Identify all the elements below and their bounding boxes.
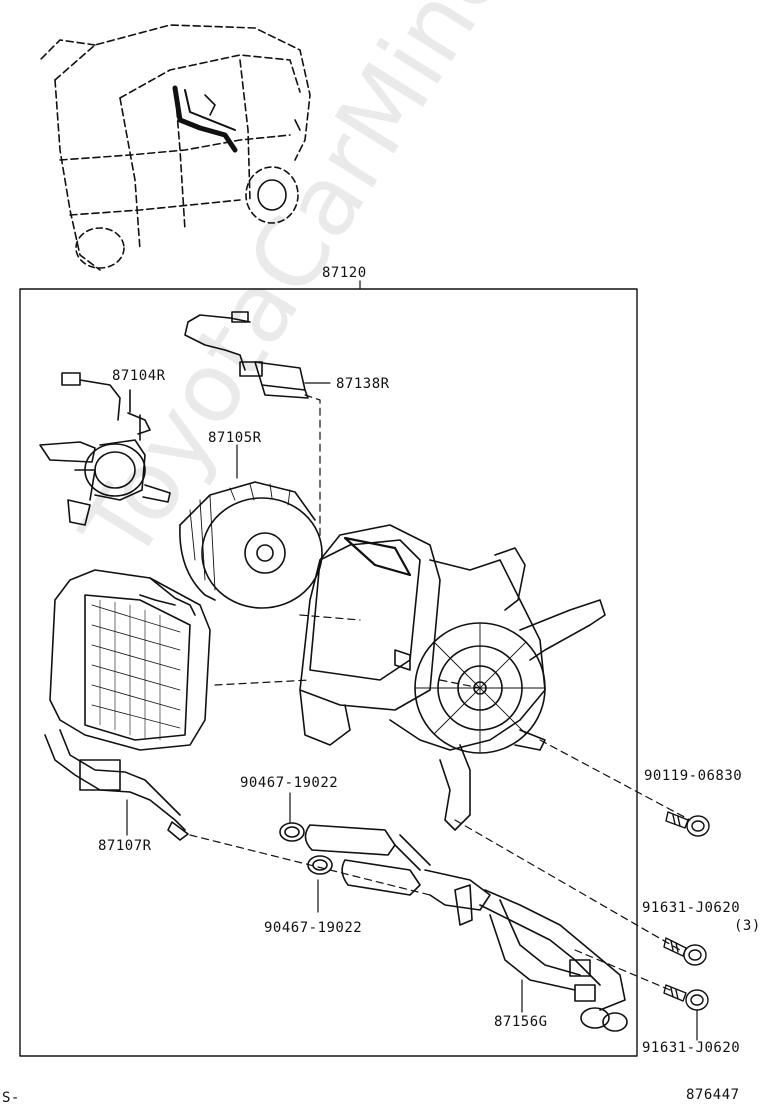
bolt-91631-a: [663, 937, 707, 966]
label-87107R: 87107R: [98, 838, 152, 854]
label-87156G: 87156G: [494, 1014, 548, 1030]
hoses-and-clamps: [279, 792, 628, 1032]
label-91631-lower: 91631-J0620: [642, 1040, 741, 1056]
heater-core-87107R: [44, 569, 211, 841]
motor-87104R: [39, 372, 171, 526]
label-87104R: 87104R: [112, 368, 166, 384]
label-87138R: 87138R: [336, 376, 390, 392]
label-87120: 87120: [322, 265, 367, 281]
diagram-number: 876447: [686, 1087, 740, 1103]
blower-housing: [214, 524, 606, 831]
label-90467-lower: 90467-19022: [264, 920, 363, 936]
label-91631-upper: 91631-J0620: [642, 900, 741, 916]
bolt-91631-b: [663, 984, 709, 1041]
vehicle-illustration: [39, 24, 311, 271]
label-91631-quantity: (3): [734, 918, 760, 934]
bolt-90119: [665, 811, 710, 837]
label-90119-06830: 90119-06830: [644, 768, 743, 784]
resistor-87138R: [184, 311, 331, 541]
footer-left-code: S-: [2, 1090, 20, 1106]
label-87105R: 87105R: [208, 430, 262, 446]
fan-87105R: [179, 444, 323, 609]
assembly-frame: [19, 288, 638, 1057]
label-90467-upper: 90467-19022: [240, 775, 339, 791]
